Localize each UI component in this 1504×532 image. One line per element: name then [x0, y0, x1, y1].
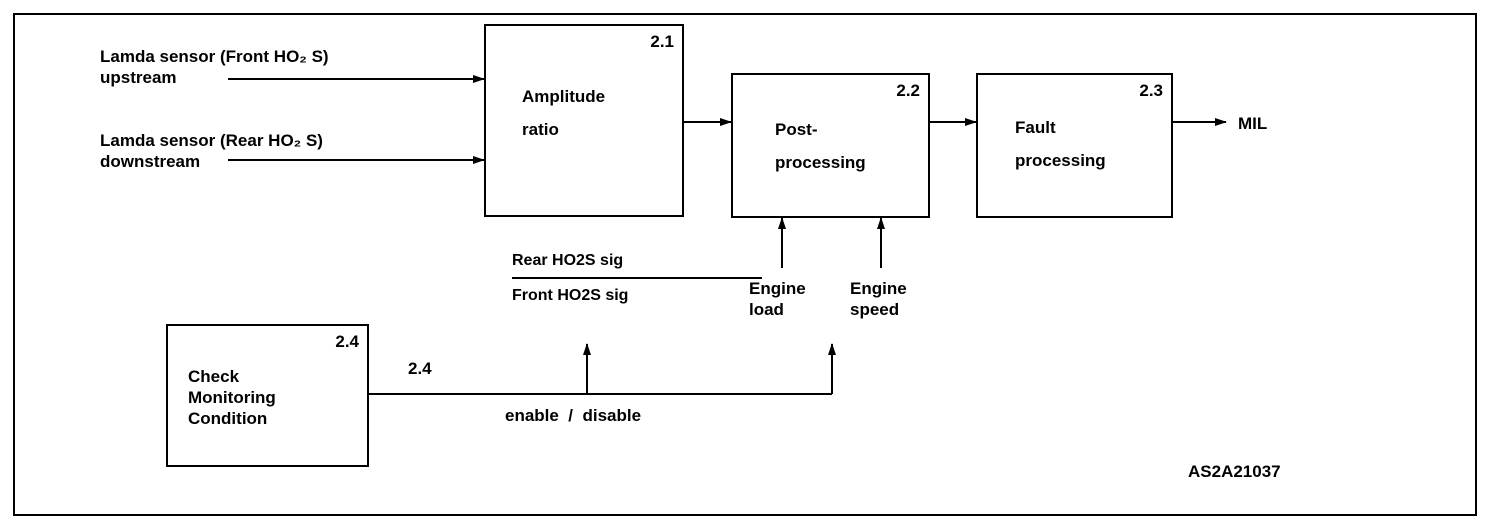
- block-label: Fault processing: [1015, 118, 1106, 170]
- block-number: 2.4: [335, 332, 359, 351]
- block-label: Post- processing: [775, 120, 866, 172]
- ratio-denominator: Front HO2S sig: [512, 287, 629, 304]
- mil-output-label: MIL: [1238, 114, 1268, 133]
- enable-wire-number: 2.4: [408, 359, 432, 378]
- front-sensor-label: Lamda sensor (Front HO₂ S) upstream: [100, 47, 329, 87]
- fraction-bar: [512, 277, 762, 279]
- ratio-numerator: Rear HO2S sig: [512, 252, 624, 269]
- rear-sensor-label: Lamda sensor (Rear HO₂ S) downstream: [100, 131, 323, 171]
- figure-code: AS2A21037: [1188, 462, 1281, 481]
- fault-processing-block: 2.3 Fault processing: [976, 73, 1173, 218]
- block-label: Check Monitoring Condition: [188, 367, 276, 428]
- sensor-ratio-fraction: Rear HO2S sig Front HO2S sig: [512, 252, 762, 305]
- block-number: 2.2: [896, 81, 920, 100]
- engine-load-label: Engine load: [749, 279, 806, 319]
- block-number: 2.3: [1139, 81, 1163, 100]
- diagram-frame: [13, 13, 1477, 516]
- check-monitoring-block: 2.4 Check Monitoring Condition: [166, 324, 369, 467]
- post-processing-block: 2.2 Post- processing: [731, 73, 930, 218]
- block-number: 2.1: [650, 32, 674, 51]
- block-label: Amplitude ratio: [522, 87, 606, 139]
- enable-disable-label: enable / disable: [505, 406, 642, 425]
- engine-speed-label: Engine speed: [850, 279, 907, 319]
- amplitude-ratio-block: 2.1 Amplitude ratio: [484, 24, 684, 217]
